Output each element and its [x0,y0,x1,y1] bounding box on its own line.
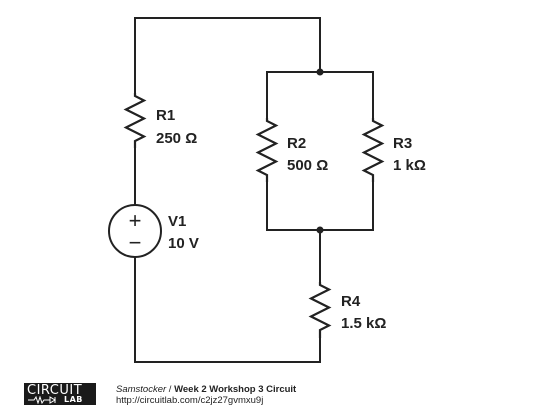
resistor-r3: R3 1 kΩ [361,118,426,182]
resistor-r3-symbol [361,118,385,182]
logo-sub-wordmark: LAB [64,395,83,404]
resistor-r2-symbol [255,118,279,182]
voltage-source-minus: − [129,230,142,255]
wire-parallel-bottom [266,182,374,231]
logo-wordmark: CIRCUIT [27,383,83,398]
resistor-r2-name: R2 [287,135,306,152]
footer-url-link[interactable]: http://circuitlab.com/c2jz27gvmxu9j [116,395,264,406]
resistor-r4-value: 1.5 kΩ [341,315,386,332]
logo-circuit-icon [28,396,56,404]
resistor-r1-symbol [123,93,147,148]
footer-separator: / [166,384,175,395]
voltage-source-v1-name: V1 [168,213,186,230]
resistor-r4: R4 1.5 kΩ [308,282,386,338]
resistor-r2-value: 500 Ω [287,157,328,174]
circuit-diagram: R1 250 Ω + − V1 10 V R2 500 Ω R3 1 kΩ R4… [108,17,426,363]
footer-circuit-title[interactable]: Week 2 Workshop 3 Circuit [174,384,297,395]
wire-top-left [134,17,321,93]
voltage-source-v1-symbol [108,204,162,258]
wire-parallel-top [266,71,374,118]
voltage-source-plus: + [129,208,142,233]
resistor-r1: R1 250 Ω [123,93,197,148]
footer-bar: CIRCUIT LAB Samstocker / Week 2 Workshop… [0,383,540,406]
junction-node-bottom [316,226,324,234]
voltage-source-v1-value: 10 V [168,235,199,252]
resistor-r2: R2 500 Ω [255,118,328,182]
wire-bottom [134,257,321,363]
voltage-source-v1: + − V1 10 V [108,204,199,258]
resistor-r1-value: 250 Ω [156,130,197,147]
junction-node-top [316,68,324,76]
footer-credit: Samstocker / Week 2 Workshop 3 Circuit [116,384,296,395]
resistor-r4-name: R4 [341,293,361,310]
resistor-r3-name: R3 [393,135,412,152]
footer-author-link[interactable]: Samstocker [116,384,167,395]
resistor-r4-symbol [308,282,332,338]
circuitlab-logo[interactable]: CIRCUIT LAB [24,383,96,405]
wires [134,17,374,363]
resistor-r1-name: R1 [156,107,175,124]
resistor-r3-value: 1 kΩ [393,157,426,174]
